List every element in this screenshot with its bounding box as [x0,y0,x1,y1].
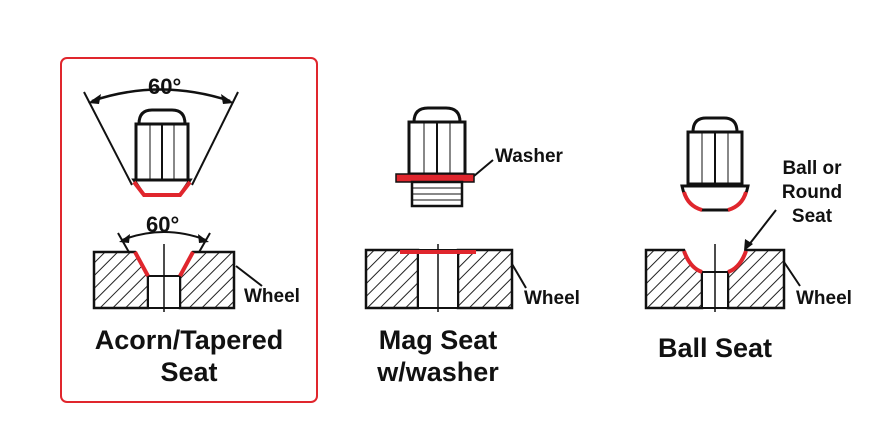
mag-wheel-label: Wheel [524,288,580,309]
acorn-seat-contact [132,180,192,197]
acorn-wheel-section [92,231,263,312]
acorn-title-line1: Acorn/Tapered [94,325,284,355]
mag-title-line2: w/washer [377,357,499,387]
ball-seat-callout-line1: Ball or [782,158,842,179]
mag-title-line1: Mag Seat [378,325,498,355]
ball-seat-callout-line3: Seat [791,206,833,227]
ball-lug-nut-drawing [680,116,750,212]
ball-seat-callout-line2: Round [781,182,843,203]
ball-wheel-label: Wheel [796,288,852,309]
mag-wheel-section [364,244,527,312]
acorn-lug-nut-drawing [83,88,239,197]
selected-panel-frame [60,57,318,403]
acorn-seat-angle-label: 60° [146,212,180,237]
mag-lug-nut-drawing [395,106,494,208]
acorn-title-line2: Seat [160,357,218,387]
ball-seat-contact [682,191,748,212]
washer-label: Washer [495,146,563,167]
ball-wheel-section [644,209,801,312]
ball-title: Ball Seat [657,333,773,363]
acorn-wheel-label: Wheel [244,286,300,307]
acorn-top-angle-label: 60° [148,74,182,99]
